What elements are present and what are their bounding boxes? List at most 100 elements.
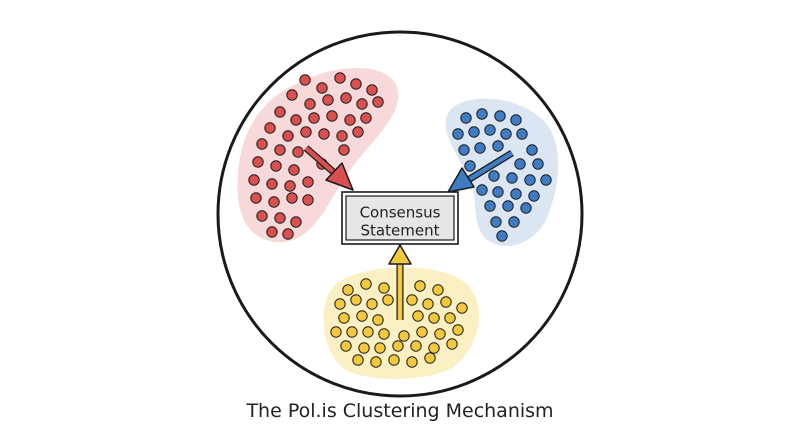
blue-cluster-dot — [494, 110, 506, 122]
red-cluster-dot — [308, 112, 320, 124]
red-cluster-dot — [264, 122, 276, 134]
yellow-cluster-dot — [406, 356, 418, 368]
yellow-cluster-dot — [382, 294, 394, 306]
red-cluster-dot — [356, 98, 368, 110]
yellow-cluster-dot — [370, 356, 382, 368]
red-cluster-dot — [268, 196, 280, 208]
blue-cluster-dot — [520, 202, 532, 214]
blue-cluster-dot — [484, 200, 496, 212]
red-cluster-dot — [284, 180, 296, 192]
red-cluster-dot — [366, 84, 378, 96]
blue-cluster-dot — [458, 144, 470, 156]
red-cluster-dot — [282, 228, 294, 240]
yellow-cluster-dot — [414, 280, 426, 292]
red-cluster-dot — [286, 89, 298, 101]
yellow-cluster-dot — [444, 312, 456, 324]
red-cluster-dot — [326, 110, 338, 122]
blue-cluster-dot — [474, 142, 486, 154]
yellow-cluster-dot — [358, 342, 370, 354]
yellow-cluster-dot — [388, 354, 400, 366]
yellow-cluster-dot — [446, 338, 458, 350]
yellow-cluster-dot — [346, 326, 358, 338]
blue-cluster-dot — [508, 216, 520, 228]
yellow-cluster-dot — [428, 312, 440, 324]
red-cluster-dot — [290, 216, 302, 228]
yellow-cluster-dot — [378, 282, 390, 294]
red-cluster-dots — [248, 72, 384, 240]
red-cluster-dot — [250, 192, 262, 204]
red-cluster-dot — [304, 98, 316, 110]
blue-cluster-dot — [524, 174, 536, 186]
red-cluster-dot — [318, 128, 330, 140]
yellow-cluster-dot — [338, 312, 350, 324]
red-arrow — [303, 145, 354, 191]
red-cluster-dot — [334, 72, 346, 84]
red-cluster-dot — [302, 176, 314, 188]
red-cluster-dot — [266, 226, 278, 238]
red-cluster-dot — [338, 144, 350, 156]
diagram-caption: The Pol.is Clustering Mechanism — [246, 400, 554, 422]
blue-cluster-dot — [452, 128, 464, 140]
red-cluster-dot — [286, 192, 298, 204]
red-cluster-dot — [266, 178, 278, 190]
blue-cluster-dot — [490, 216, 502, 228]
red-cluster-dot — [352, 126, 364, 138]
yellow-cluster-dot — [374, 342, 386, 354]
consensus-box-line1: Consensus — [360, 204, 441, 222]
red-cluster-dot — [372, 96, 384, 108]
yellow-cluster-dot — [456, 302, 468, 314]
blue-cluster-dot — [528, 190, 540, 202]
yellow-cluster-dot — [440, 296, 452, 308]
yellow-cluster-dot — [342, 284, 354, 296]
blue-cluster-dot — [514, 158, 526, 170]
yellow-cluster-dot — [392, 340, 404, 352]
blue-cluster-dot — [464, 160, 476, 172]
red-cluster-dot — [274, 144, 286, 156]
red-cluster-dot — [344, 114, 356, 126]
blue-cluster-dot — [496, 230, 508, 242]
yellow-cluster-dot — [424, 352, 436, 364]
blue-cluster-dot — [492, 186, 504, 198]
red-cluster-dot — [288, 164, 300, 176]
blue-cluster-dot — [468, 126, 480, 138]
yellow-cluster-dot — [432, 284, 444, 296]
consensus-statement-box: Consensus Statement — [341, 191, 459, 245]
blue-cluster-dot — [488, 170, 500, 182]
yellow-cluster-dot — [410, 340, 422, 352]
yellow-cluster-dots — [330, 278, 468, 368]
red-cluster-dot — [336, 130, 348, 142]
yellow-cluster-dot — [406, 294, 418, 306]
red-cluster-dot — [316, 82, 328, 94]
red-cluster-dot — [302, 194, 314, 206]
blue-cluster-dot — [510, 188, 522, 200]
blue-cluster-dot — [506, 172, 518, 184]
blue-cluster-dot — [526, 144, 538, 156]
red-cluster-dot — [290, 114, 302, 126]
yellow-cluster-dot — [362, 326, 374, 338]
red-cluster-dot — [274, 106, 286, 118]
blue-cluster-dot — [540, 174, 552, 186]
yellow-cluster-dot — [360, 278, 372, 290]
red-cluster-dot — [256, 210, 268, 222]
yellow-cluster-dot — [350, 294, 362, 306]
yellow-cluster-dot — [334, 298, 346, 310]
blue-cluster-dot — [516, 128, 528, 140]
yellow-cluster-dot — [372, 314, 384, 326]
blue-cluster-dot — [532, 158, 544, 170]
red-cluster-dot — [256, 138, 268, 150]
red-cluster-dot — [282, 130, 294, 142]
red-cluster-dot — [292, 146, 304, 158]
yellow-cluster-dot — [412, 310, 424, 322]
consensus-box-line2: Statement — [361, 222, 440, 240]
red-cluster-dot — [300, 126, 312, 138]
red-cluster-dot — [299, 74, 311, 86]
blue-cluster-dot — [502, 200, 514, 212]
blue-cluster-dots — [452, 108, 552, 242]
yellow-arrow — [388, 244, 412, 320]
red-cluster-dot — [360, 112, 372, 124]
blue-arrow — [447, 150, 514, 193]
blue-cluster-dot — [510, 114, 522, 126]
yellow-cluster-dot — [330, 326, 342, 338]
red-cluster-dot — [322, 94, 334, 106]
